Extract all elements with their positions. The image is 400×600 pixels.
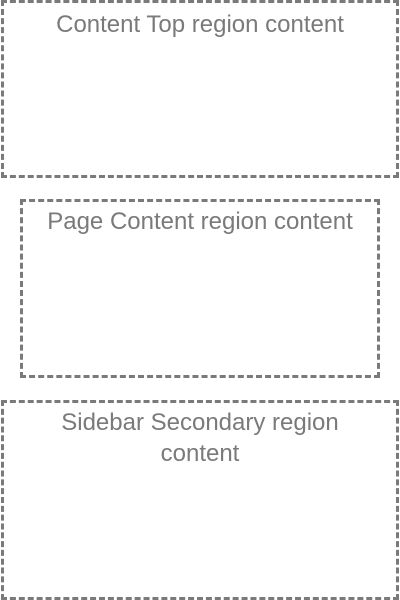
sidebar-secondary-region-label: Sidebar Secondary region content	[61, 409, 339, 467]
content-top-region: Content Top region content	[1, 0, 399, 178]
page-content-region-label: Page Content region content	[47, 208, 353, 235]
page-content-region: Page Content region content	[20, 199, 380, 378]
content-top-region-label: Content Top region content	[56, 11, 344, 38]
sidebar-secondary-region: Sidebar Secondary region content	[1, 400, 399, 600]
